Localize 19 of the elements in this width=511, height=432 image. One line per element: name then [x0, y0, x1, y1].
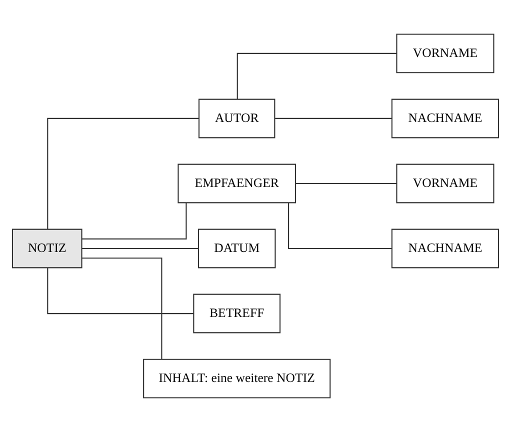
node-box: DATUM	[198, 228, 276, 268]
node-box: INHALT: eine weitere NOTIZ	[143, 358, 331, 398]
node-box: VORNAME	[396, 34, 494, 74]
connector	[275, 118, 392, 119]
node-box: NACHNAME	[391, 228, 500, 268]
node-box: AUTOR	[198, 98, 276, 138]
connector	[82, 248, 198, 250]
node-box: EMPFAENGER	[178, 164, 296, 204]
connector	[82, 258, 162, 360]
node-box: NACHNAME	[391, 98, 500, 138]
node-box: NOTIZ	[12, 228, 82, 268]
connector	[288, 203, 392, 250]
connector	[47, 268, 194, 314]
connector	[82, 202, 187, 240]
node-box: BETREFF	[193, 294, 281, 334]
node-box: VORNAME	[396, 164, 494, 204]
connector	[236, 52, 396, 99]
connector	[296, 182, 397, 184]
connector	[47, 118, 199, 230]
